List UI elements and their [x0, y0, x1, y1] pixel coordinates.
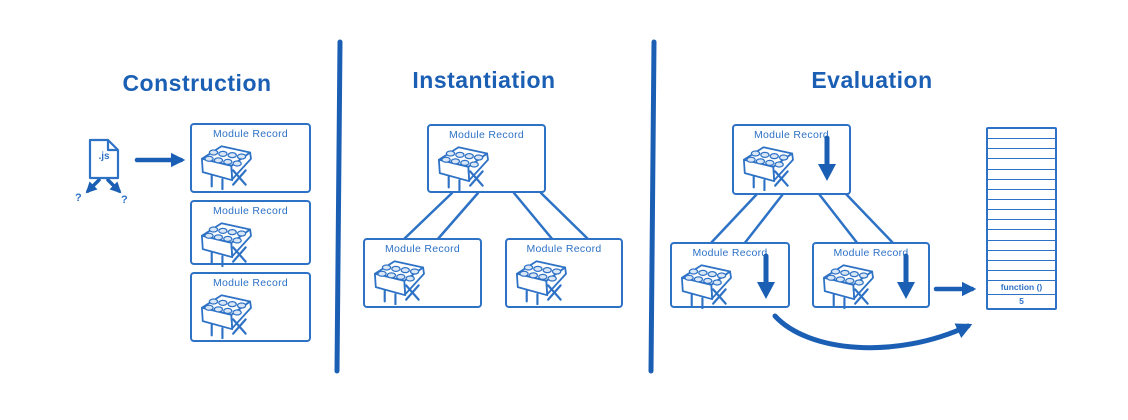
memory-row — [988, 239, 1055, 250]
lego-brick-icon — [436, 141, 490, 191]
module-record-label: Module Record — [212, 277, 289, 289]
memory-row — [988, 198, 1055, 209]
memory-row — [988, 219, 1055, 229]
instantiation-module-record-root: Module Record — [427, 124, 546, 193]
lego-brick-icon — [821, 259, 875, 309]
memory-row — [988, 158, 1055, 168]
lego-brick-icon — [199, 140, 253, 190]
curved-arrow-icon — [772, 313, 973, 351]
evaluation-module-record-root: Module Record — [732, 124, 851, 195]
arrow-down-icon — [816, 135, 838, 183]
memory-row — [988, 249, 1055, 260]
arrow-down-icon — [755, 253, 777, 301]
lego-brick-icon — [741, 141, 795, 191]
memory-row — [988, 188, 1055, 199]
module-record-label: Module Record — [212, 205, 289, 217]
instantiation-module-record-right: Module Record — [505, 238, 623, 308]
js-file-icon: .js — [87, 137, 121, 181]
memory-row — [988, 178, 1055, 189]
panel-divider-2 — [648, 39, 657, 374]
lego-brick-icon — [514, 255, 568, 305]
memory-row — [988, 129, 1055, 138]
construction-title: Construction — [122, 70, 272, 96]
lego-brick-icon — [372, 255, 426, 305]
lego-brick-icon — [199, 289, 253, 339]
memory-row — [988, 138, 1055, 148]
question-mark-left: ? — [75, 192, 82, 204]
memory-row — [988, 148, 1055, 158]
memory-row — [988, 229, 1055, 239]
file-branch-arrow-right-icon — [106, 178, 122, 194]
evaluation-module-record-right: Module Record — [812, 242, 930, 308]
module-record-label: Module Record — [753, 129, 830, 141]
construction-module-record-3: Module Record — [190, 272, 311, 342]
lego-brick-icon — [679, 259, 733, 309]
memory-cell-value: 5 — [988, 294, 1055, 308]
connector-lines-evaluation — [708, 192, 896, 246]
file-branch-arrow-left-icon — [85, 178, 101, 194]
memory-row — [988, 168, 1055, 179]
memory-cell-function: function () — [988, 280, 1055, 294]
module-record-label: Module Record — [833, 247, 909, 259]
connector-lines-instantiation — [401, 191, 591, 242]
memory-row — [988, 269, 1055, 280]
panel-divider-1 — [334, 39, 343, 374]
construction-module-record-1: Module Record — [190, 123, 311, 193]
module-record-label: Module Record — [526, 243, 602, 255]
memory-row — [988, 259, 1055, 270]
question-mark-right: ? — [121, 194, 128, 206]
module-record-label: Module Record — [448, 129, 525, 141]
memory-column: function ()5 — [986, 127, 1057, 310]
module-record-label: Module Record — [212, 128, 289, 140]
lego-brick-icon — [199, 217, 253, 267]
evaluation-title: Evaluation — [811, 67, 933, 93]
memory-row — [988, 209, 1055, 219]
evaluation-module-record-left: Module Record — [670, 242, 790, 308]
js-file-label: .js — [98, 151, 110, 162]
construction-module-record-2: Module Record — [190, 200, 311, 265]
module-record-label: Module Record — [384, 243, 461, 255]
arrow-down-icon — [895, 253, 917, 301]
module-record-label: Module Record — [692, 247, 768, 259]
instantiation-module-record-left: Module Record — [363, 238, 482, 308]
instantiation-title: Instantiation — [412, 67, 556, 93]
